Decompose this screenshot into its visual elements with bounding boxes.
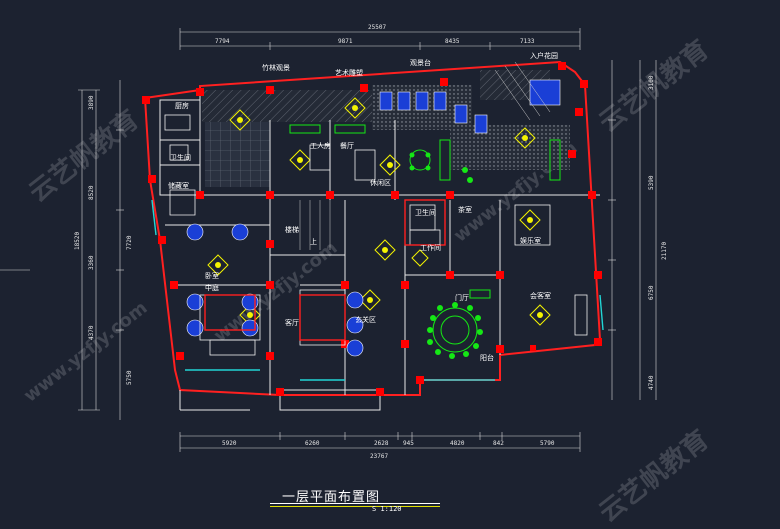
dim-right-3: 6750 (648, 285, 655, 300)
dim-bottom-3: 2628 (374, 440, 389, 447)
exterior-walls (143, 60, 602, 396)
room-label-view: 观景台 (410, 58, 431, 67)
title-underline-2 (270, 506, 440, 507)
dim-right-group: 3100 5390 6750 4740 21170 (648, 75, 668, 390)
room-label-reception: 会客室 (530, 291, 551, 300)
dim-left-6: 5750 (126, 370, 133, 385)
room-label-bath2: 卫生间 (415, 208, 436, 217)
room-label-leisure: 休闲区 (370, 178, 391, 187)
dim-right-1: 3100 (648, 75, 655, 90)
dim-bottom-5: 4820 (450, 440, 465, 447)
room-label-garden: 入户花园 (530, 51, 558, 60)
room-label-balcony: 阳台 (480, 353, 494, 362)
dim-top-2: 9871 (338, 38, 353, 45)
room-label-sculpture: 艺术雕塑 (335, 68, 363, 77)
blue-furniture (186, 79, 561, 357)
dim-bottom-7: 5790 (540, 440, 555, 447)
dim-top-4: 7133 (520, 38, 535, 45)
interior-walls (159, 90, 600, 411)
room-label-worker: 工人房 (310, 141, 331, 150)
room-label-hall: 门厅 (455, 293, 469, 302)
hatched-areas (202, 70, 570, 187)
dim-left-5: 7720 (126, 235, 133, 250)
dim-top-3: 8435 (445, 38, 460, 45)
title-underline (270, 503, 440, 504)
dim-left-3: 3360 (88, 255, 95, 270)
room-label-up: 上 (310, 237, 317, 246)
dim-left-4: 4370 (88, 325, 95, 340)
room-label-bedroom: 卧室 (205, 271, 219, 280)
dim-bottom-2: 6260 (305, 440, 320, 447)
yellow-fixture-fills (215, 105, 543, 318)
room-label-work: 工作间 (420, 243, 441, 252)
room-label-bamboo: 竹林观景 (262, 63, 290, 72)
dim-left-2: 8520 (88, 185, 95, 200)
room-label-atrium: 中庭 (205, 283, 219, 292)
stairs (299, 61, 551, 250)
plan-scale: S 1:120 (372, 505, 402, 513)
room-label-stairs: 楼梯 (285, 225, 299, 234)
room-label-dining: 餐厅 (340, 141, 354, 150)
yellow-fixtures (207, 97, 551, 326)
dim-right-2: 5390 (648, 175, 655, 190)
dim-right-total: 21170 (661, 242, 668, 260)
room-label-kitchen: 厨房 (175, 101, 189, 110)
plan-title: 一层平面布置图 (282, 490, 381, 505)
windows (151, 199, 604, 381)
room-label-living: 客厅 (285, 318, 299, 327)
dim-right-4: 4740 (648, 375, 655, 390)
dim-left-total: 18520 (74, 232, 81, 250)
dim-left-group: 3890 8520 3360 4370 18520 7720 5750 (74, 95, 133, 385)
green-chairs (409, 152, 483, 359)
room-label-tea: 茶室 (458, 205, 472, 214)
structural-columns (142, 62, 602, 396)
dim-top-1: 7794 (215, 38, 230, 45)
room-label-entry: 玄关区 (355, 315, 376, 324)
dim-bottom-total: 23767 (370, 453, 388, 460)
dim-bottom-4: 945 (403, 440, 414, 447)
dim-left-1: 3890 (88, 95, 95, 110)
room-label-storage: 储藏室 (168, 181, 189, 190)
dimension-lines (0, 28, 657, 452)
room-label-bath: 卫生间 (170, 153, 191, 162)
dim-top-total: 25507 (368, 24, 386, 31)
dim-bottom-1: 5920 (222, 440, 237, 447)
dim-bottom-6: 842 (493, 440, 504, 447)
red-outlined-units (204, 199, 446, 341)
room-label-game: 娱乐室 (520, 236, 541, 245)
